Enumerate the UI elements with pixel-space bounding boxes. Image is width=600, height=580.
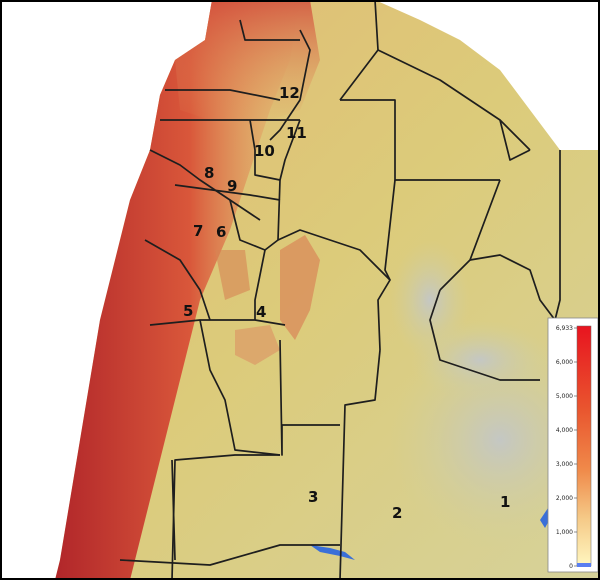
legend-tick-label: 4,000	[556, 427, 573, 434]
region-label-7: 7	[193, 222, 203, 240]
region-label-8: 8	[204, 164, 214, 182]
region-label-1: 1	[500, 493, 510, 511]
region-label-12: 12	[279, 84, 300, 102]
region-label-2: 2	[392, 504, 402, 522]
legend-tick-label: 6,933	[556, 325, 573, 332]
river-mouth	[310, 545, 355, 560]
legend-color-bar	[576, 325, 592, 567]
region-label-6: 6	[216, 223, 226, 241]
region-label-10: 10	[254, 142, 275, 160]
legend-tick-label: 5,000	[556, 393, 573, 400]
region-labels: 1 2 3 4 5 6 7 8 9 10 11 12	[183, 84, 510, 522]
lowland-east	[410, 320, 550, 400]
legend-ticks: 6,933 6,000 5,000 4,000 3,000 2,000 1,000 0	[556, 325, 577, 570]
sierra-central-3	[215, 250, 250, 300]
andes-mountain-band	[55, 0, 300, 580]
region-boundaries	[119, 0, 561, 580]
legend-tick-label: 1,000	[556, 529, 573, 536]
legend-tick-label: 2,000	[556, 495, 573, 502]
legend-tick-label: 6,000	[556, 359, 573, 366]
northern-highlands	[175, 0, 320, 130]
outside-area-ne	[375, 0, 600, 150]
legend-tick-label: 0	[569, 563, 573, 570]
sierra-central-1	[280, 235, 320, 340]
region-label-9: 9	[227, 177, 237, 195]
sierra-central-2	[235, 325, 280, 365]
region-label-3: 3	[308, 488, 318, 506]
elevation-legend: 6,933 6,000 5,000 4,000 3,000 2,000 1,000 0	[547, 317, 599, 573]
legend-zero-swatch	[577, 563, 591, 567]
outside-area-nw	[0, 0, 212, 580]
region-label-4: 4	[256, 303, 266, 321]
region-label-11: 11	[286, 124, 307, 142]
region-label-5: 5	[183, 302, 193, 320]
legend-tick-label: 3,000	[556, 461, 573, 468]
